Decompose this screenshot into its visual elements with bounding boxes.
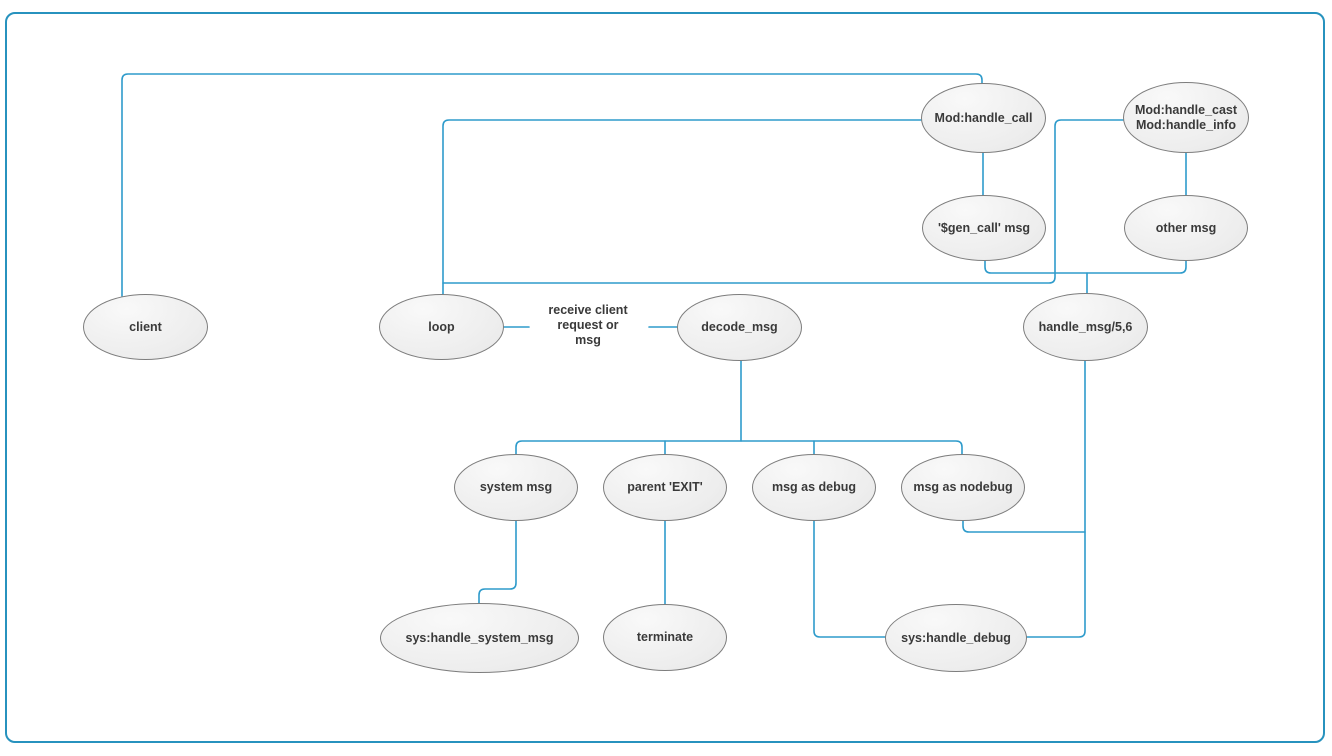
node-msg-as-debug: msg as debug bbox=[752, 454, 876, 521]
diagram-border bbox=[5, 12, 1325, 743]
edge-client-handle-call bbox=[121, 73, 983, 297]
node-parent-exit: parent 'EXIT' bbox=[603, 454, 727, 521]
node-loop: loop bbox=[379, 294, 504, 360]
edge-msg-as-nodebug-handle-msg bbox=[962, 520, 1086, 533]
node-other-msg: other msg bbox=[1124, 195, 1248, 261]
node-msg-as-nodebug: msg as nodebug bbox=[901, 454, 1025, 521]
node-client: client bbox=[83, 294, 208, 360]
node-sys-handle-debug: sys:handle_debug bbox=[885, 604, 1027, 672]
node-mod-handle-cast-info: Mod:handle_cast Mod:handle_info bbox=[1123, 82, 1249, 153]
edge-loop-handle-cast-info bbox=[442, 119, 1124, 284]
edge-loop-handle-call bbox=[442, 119, 922, 295]
node-mod-handle-call: Mod:handle_call bbox=[921, 83, 1046, 153]
edge-msg-as-debug-handle-debug bbox=[813, 520, 886, 638]
edge-handle-msg-handle-debug bbox=[1026, 360, 1086, 638]
node-handle-msg: handle_msg/5,6 bbox=[1023, 293, 1148, 361]
label-receive-client-request: receive client request or msg bbox=[548, 303, 628, 347]
node-terminate: terminate bbox=[603, 604, 727, 671]
node-sys-handle-system-msg: sys:handle_system_msg bbox=[380, 603, 579, 673]
node-decode-msg: decode_msg bbox=[677, 294, 802, 361]
node-system-msg: system msg bbox=[454, 454, 578, 521]
edge-decode-msg-bar bbox=[515, 440, 963, 455]
edge-gen-call-other-msg bbox=[984, 259, 1187, 274]
edge-system-msg-handle-system-msg bbox=[478, 520, 517, 604]
node-gen-call-msg: '$gen_call' msg bbox=[922, 195, 1046, 261]
